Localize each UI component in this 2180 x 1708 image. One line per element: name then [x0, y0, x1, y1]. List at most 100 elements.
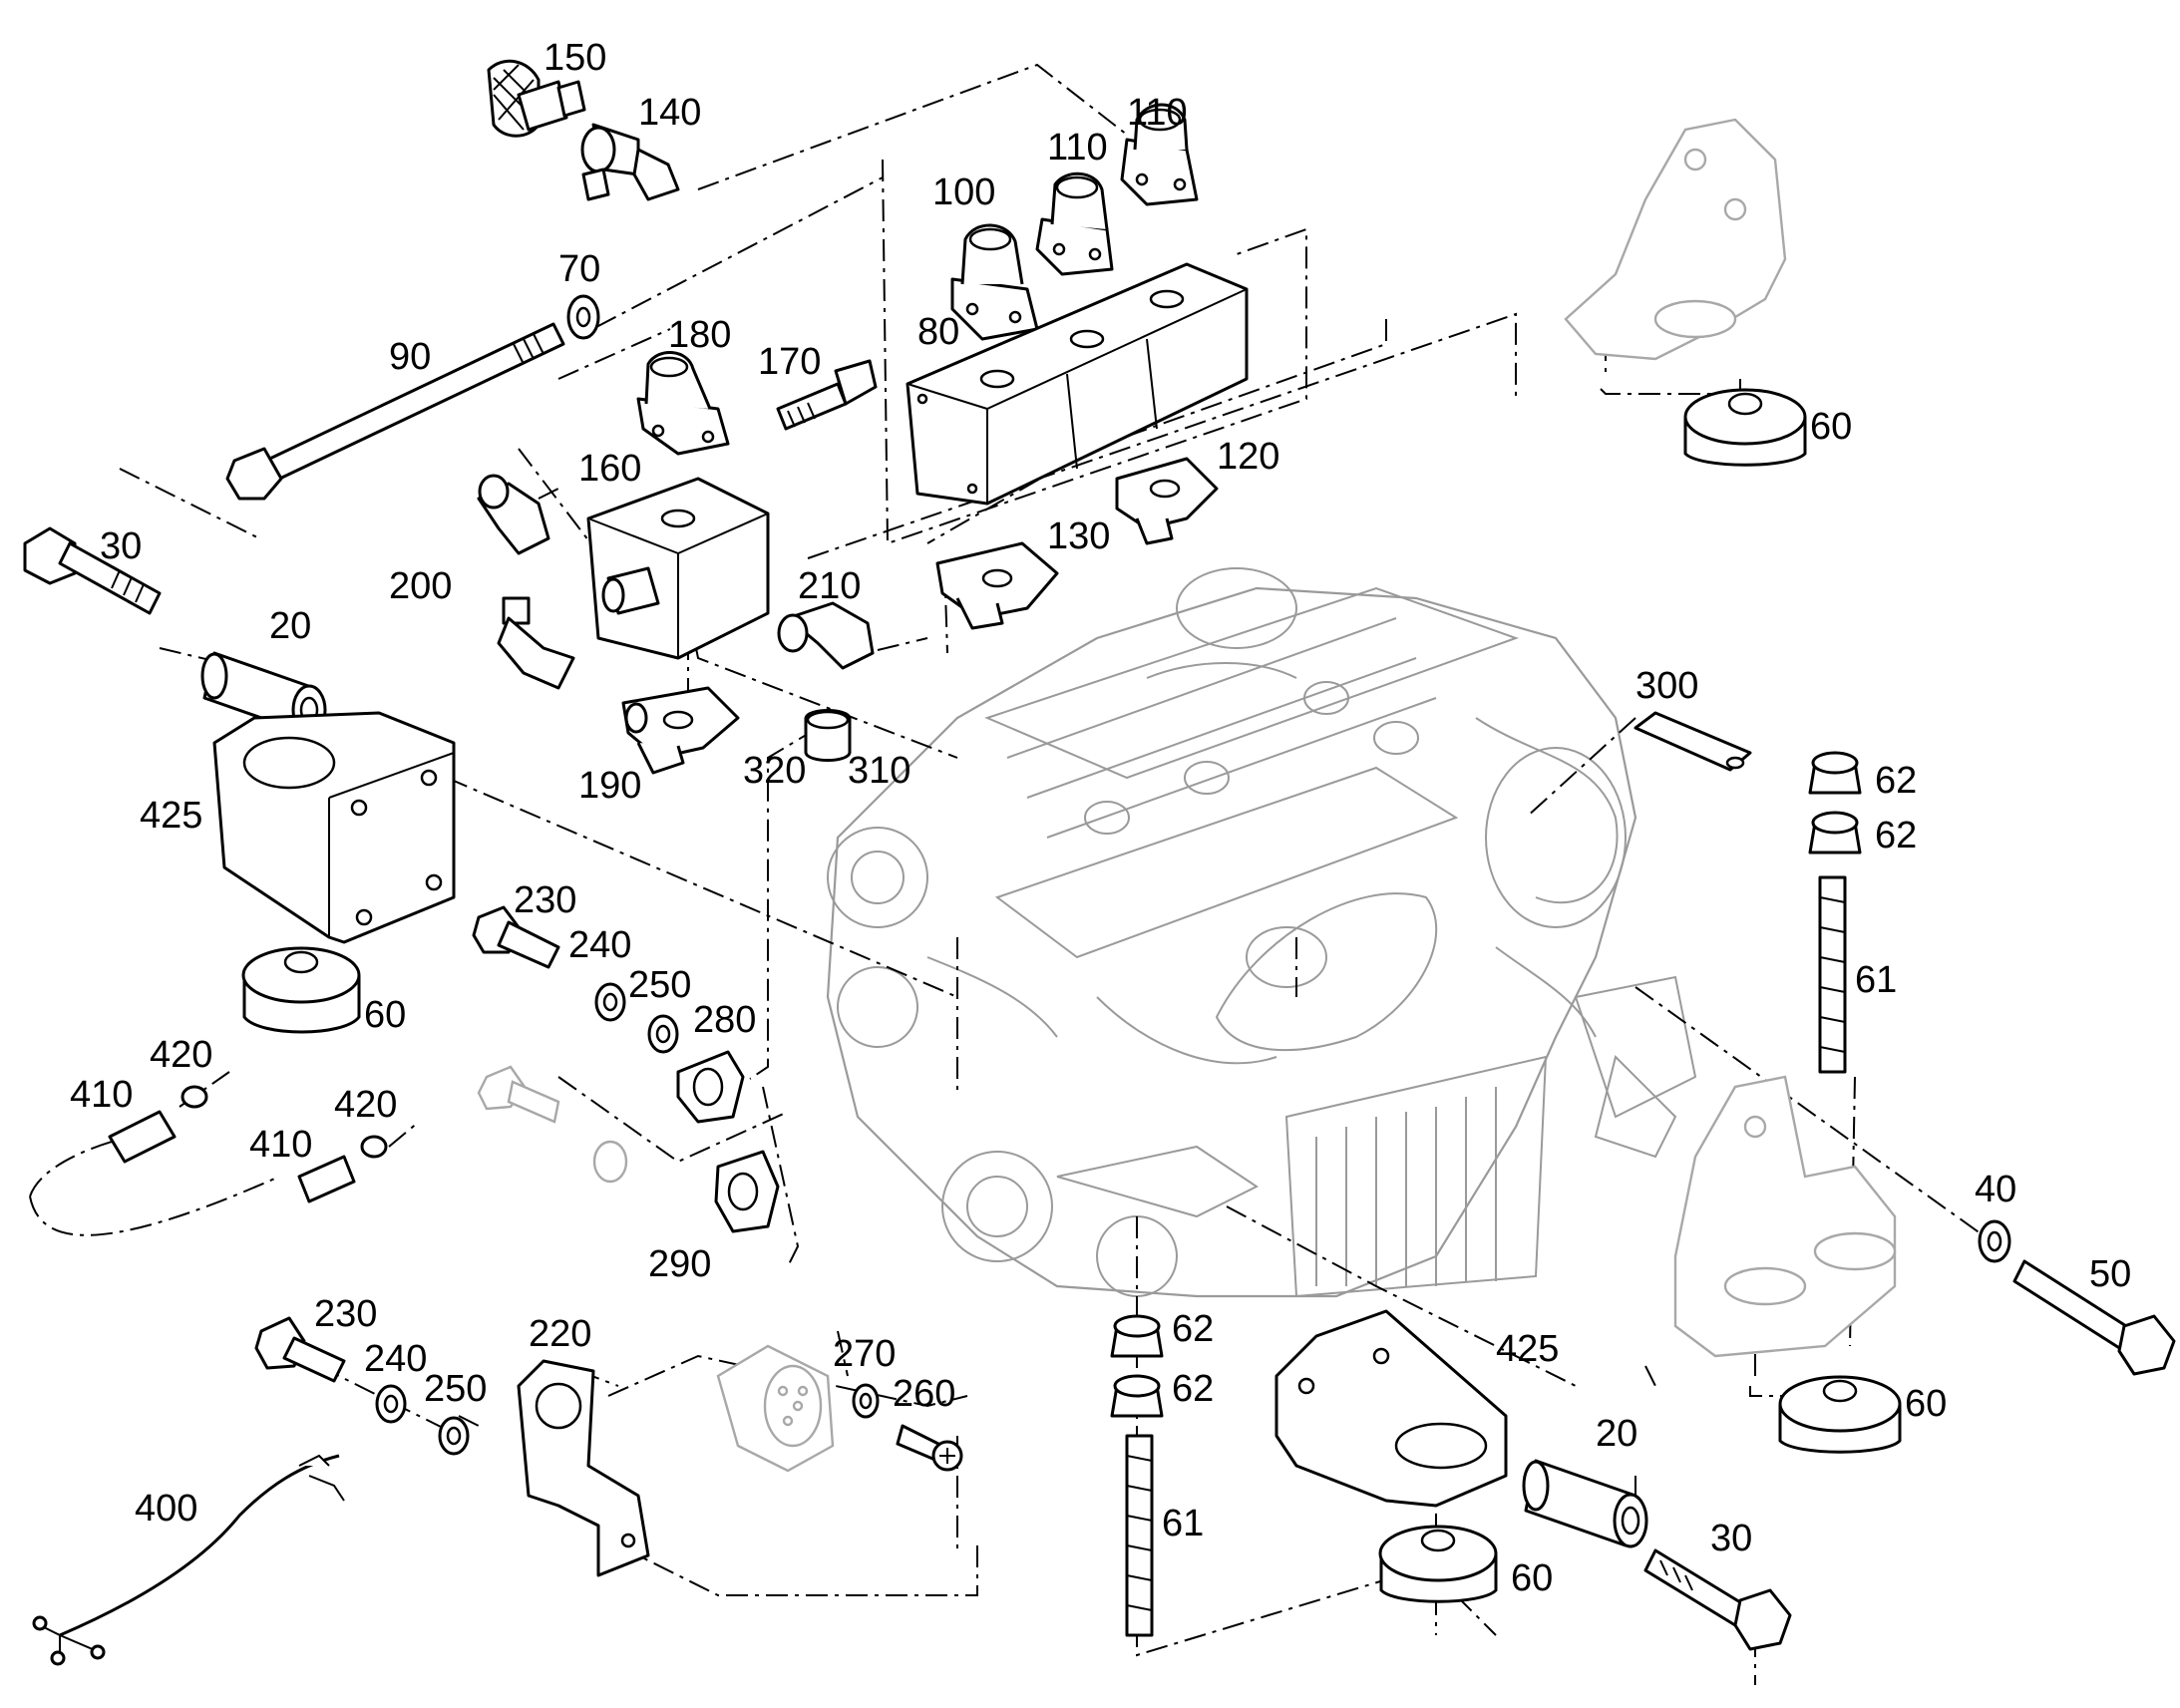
- part-210-elbow-fitting: [777, 601, 875, 670]
- part-170-bolt: [776, 359, 878, 431]
- part-410-sleeve-lower: [297, 1155, 356, 1203]
- callout-240a: 240: [568, 924, 631, 966]
- callout-420a: 420: [150, 1034, 212, 1076]
- callout-50: 50: [2089, 1253, 2131, 1295]
- part-80-triple-pump: [906, 262, 1249, 506]
- part-62-nut-right-b: [1808, 811, 1862, 854]
- part-62-nut-center-b: [1110, 1374, 1164, 1418]
- callout-30a: 30: [100, 525, 142, 567]
- callout-70: 70: [558, 248, 600, 290]
- callout-100: 100: [932, 171, 995, 213]
- callout-60c: 60: [1905, 1383, 1947, 1425]
- part-420-hose-clamp-lower: [360, 1135, 388, 1159]
- part-61-stud-right: [1818, 875, 1847, 1074]
- callout-40: 40: [1975, 1169, 2016, 1210]
- callout-130: 130: [1047, 515, 1110, 557]
- part-40-washer: [1978, 1219, 2011, 1263]
- callout-410a: 410: [70, 1074, 133, 1116]
- ghost-fasteners: [477, 1065, 628, 1184]
- callout-170: 170: [758, 341, 821, 383]
- callout-290: 290: [648, 1243, 711, 1285]
- part-410-sleeve-upper: [108, 1110, 177, 1164]
- callout-250a: 250: [628, 964, 691, 1006]
- callout-61a: 61: [1855, 959, 1897, 1001]
- part-30-bolt-top: [23, 526, 162, 615]
- part-425-mount-bracket-center: [1274, 1309, 1508, 1508]
- part-60-isolator-left: [241, 946, 361, 1034]
- part-62-nut-right-a: [1808, 751, 1862, 795]
- part-260-screw: [896, 1424, 963, 1472]
- part-425-mount-bracket-left: [212, 711, 456, 944]
- callout-30b: 30: [1710, 1518, 1752, 1559]
- callout-110b: 110: [1047, 127, 1108, 169]
- callout-60d: 60: [1511, 1557, 1553, 1599]
- part-ghost-bracket-right: [1673, 1075, 1897, 1358]
- part-280-clamp: [676, 1050, 745, 1124]
- callout-61b: 61: [1162, 1503, 1204, 1544]
- callout-90: 90: [389, 336, 431, 378]
- callout-120: 120: [1217, 436, 1279, 478]
- callout-280: 280: [693, 999, 756, 1041]
- part-300-retaining-clip: [1634, 711, 1752, 772]
- callout-labels: 150 140 110 110 100 70 90 180 170 80 120…: [70, 37, 2131, 1599]
- callout-20b: 20: [1596, 1413, 1637, 1455]
- part-240-washer-upper: [594, 982, 626, 1022]
- part-180-elbow-flange: [636, 351, 730, 456]
- callout-425b: 425: [1496, 1328, 1559, 1370]
- part-160-pump: [586, 477, 770, 660]
- callout-425a: 425: [140, 795, 202, 837]
- callout-190: 190: [578, 765, 641, 807]
- callout-400: 400: [135, 1488, 197, 1530]
- callout-62b: 62: [1875, 815, 1917, 856]
- part-290-clamp: [714, 1150, 780, 1233]
- part-190-flange: [621, 686, 740, 775]
- part-270-washer: [852, 1383, 880, 1419]
- part-70-washer: [566, 294, 600, 340]
- part-50-bolt: [2012, 1259, 2176, 1376]
- part-150-sensor: [487, 59, 586, 138]
- callout-260: 260: [893, 1373, 955, 1415]
- part-ghost-bracket-top-right: [1564, 118, 1787, 361]
- part-240-washer-lower: [375, 1384, 407, 1424]
- callout-62c: 62: [1172, 1308, 1214, 1350]
- callout-300: 300: [1635, 665, 1698, 707]
- part-220-sensor-bracket: [517, 1359, 650, 1577]
- callout-150: 150: [544, 37, 606, 79]
- callout-62d: 62: [1172, 1368, 1214, 1410]
- callout-210: 210: [798, 565, 861, 607]
- part-60-isolator-right: [1778, 1375, 1902, 1454]
- part-60-isolator-center: [1378, 1525, 1498, 1603]
- part-200-elbow-fitting: [477, 474, 575, 690]
- part-20-spacer-center: [1522, 1459, 1648, 1548]
- callout-230a: 230: [514, 879, 576, 921]
- callout-200: 200: [389, 565, 452, 607]
- callout-160: 160: [578, 448, 641, 490]
- callout-110a: 110: [1127, 92, 1188, 134]
- callout-270: 270: [833, 1333, 896, 1375]
- callout-230b: 230: [314, 1293, 377, 1335]
- part-420-hose-clamp-upper: [181, 1085, 208, 1109]
- callout-420b: 420: [334, 1084, 397, 1126]
- callout-180: 180: [668, 314, 731, 356]
- part-90-long-bolt: [225, 322, 565, 501]
- callout-20a: 20: [269, 605, 311, 647]
- callout-250b: 250: [424, 1368, 487, 1410]
- part-100-elbow-flange: [950, 223, 1039, 341]
- part-110-elbow-flange-a: [1120, 103, 1199, 206]
- callout-240b: 240: [364, 1338, 427, 1380]
- callout-80: 80: [917, 311, 959, 353]
- callout-410b: 410: [249, 1124, 312, 1166]
- engine-block-illustration: [826, 567, 1697, 1298]
- part-400-wiring-harness: [32, 1454, 345, 1666]
- callout-320: 320: [743, 750, 806, 792]
- part-61-stud-center: [1125, 1434, 1154, 1637]
- part-62-nut-center-a: [1110, 1314, 1164, 1358]
- callout-60b: 60: [364, 994, 406, 1036]
- part-230-bolt-lower: [254, 1316, 346, 1383]
- callout-140: 140: [638, 92, 701, 134]
- part-30-bolt-bottom: [1643, 1548, 1792, 1651]
- part-250-washer-upper: [647, 1014, 679, 1054]
- part-270-connector: [716, 1344, 835, 1473]
- part-140-tee-fitting: [580, 123, 680, 201]
